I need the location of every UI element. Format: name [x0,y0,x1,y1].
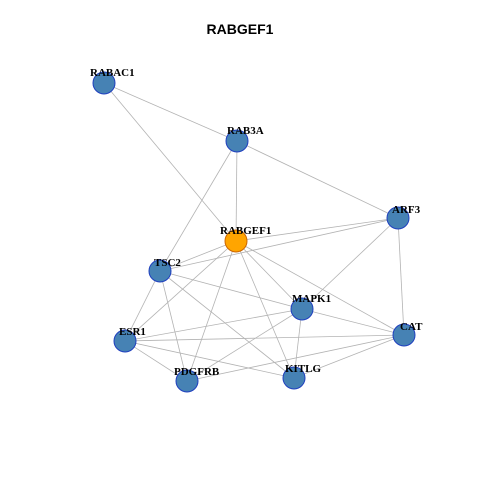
node-rabac1: RABAC1 [90,67,135,95]
node-circle-tsc2 [148,259,172,283]
node-circle-kitlg [282,366,306,390]
node-kitlg: KITLG [282,363,322,390]
node-label-cat: CAT [400,321,423,333]
node-label-arf3: ARF3 [392,204,421,216]
node-circle-arf3 [386,206,410,230]
node-circle-pdgfrb [175,369,199,393]
node-label-mapk1: MAPK1 [292,293,331,305]
edge-rab3a-arf3 [236,140,399,219]
node-label-pdgfrb: PDGFRB [174,366,220,378]
node-circle-rab3a [225,129,249,153]
node-rab3a: RAB3A [225,125,264,153]
edge-rabgef1-tsc2 [159,240,237,272]
edge-rabac1-rab3a [103,82,238,142]
edge-rabac1-rabgef1 [103,82,237,242]
diagram-title: RABGEF1 [206,21,274,37]
edge-arf3-rabgef1 [235,217,399,242]
edge-esr1-kitlg [124,340,295,379]
edge-esr1-pdgfrb [124,340,188,382]
node-label-rabac1: RABAC1 [90,67,135,79]
edge-mapk1-pdgfrb [186,308,303,382]
edge-rabgef1-pdgfrb [186,240,237,382]
edge-tsc2-esr1 [124,270,161,342]
edge-rabgef1-cat [235,240,405,336]
edge-arf3-cat [397,217,405,336]
edge-mapk1-esr1 [124,308,303,342]
node-arf3: ARF3 [386,204,421,230]
node-mapk1: MAPK1 [290,293,331,321]
node-circle-cat [392,323,416,347]
edge-tsc2-mapk1 [159,270,303,310]
node-rabgef1: RABGEF1 [220,225,271,253]
edge-rab3a-tsc2 [159,140,238,272]
node-label-rabgef1: RABGEF1 [220,225,271,237]
node-circle-rabgef1 [224,229,248,253]
edge-rabgef1-mapk1 [235,240,303,310]
node-pdgfrb: PDGFRB [174,366,220,393]
node-label-tsc2: TSC2 [154,257,181,269]
node-label-rab3a: RAB3A [227,125,264,137]
edge-mapk1-kitlg [293,308,303,379]
node-circle-esr1 [113,329,137,353]
node-esr1: ESR1 [113,326,146,353]
edge-esr1-cat [124,334,405,342]
edge-tsc2-kitlg [159,270,295,379]
node-label-esr1: ESR1 [119,326,146,338]
node-circle-rabac1 [92,71,116,95]
edge-pdgfrb-cat [186,334,405,382]
edge-arf3-mapk1 [301,217,399,310]
edge-mapk1-cat [301,308,405,336]
node-label-kitlg: KITLG [285,363,322,375]
edge-arf3-tsc2 [159,217,399,272]
edge-layer [103,82,405,382]
node-circle-mapk1 [290,297,314,321]
node-tsc2: TSC2 [148,257,181,283]
edge-tsc2-pdgfrb [159,270,188,382]
edge-kitlg-cat [293,334,405,379]
node-cat: CAT [392,321,423,347]
edge-rabgef1-esr1 [124,240,237,342]
edge-rabgef1-kitlg [235,240,295,379]
edge-rab3a-rabgef1 [235,140,238,242]
